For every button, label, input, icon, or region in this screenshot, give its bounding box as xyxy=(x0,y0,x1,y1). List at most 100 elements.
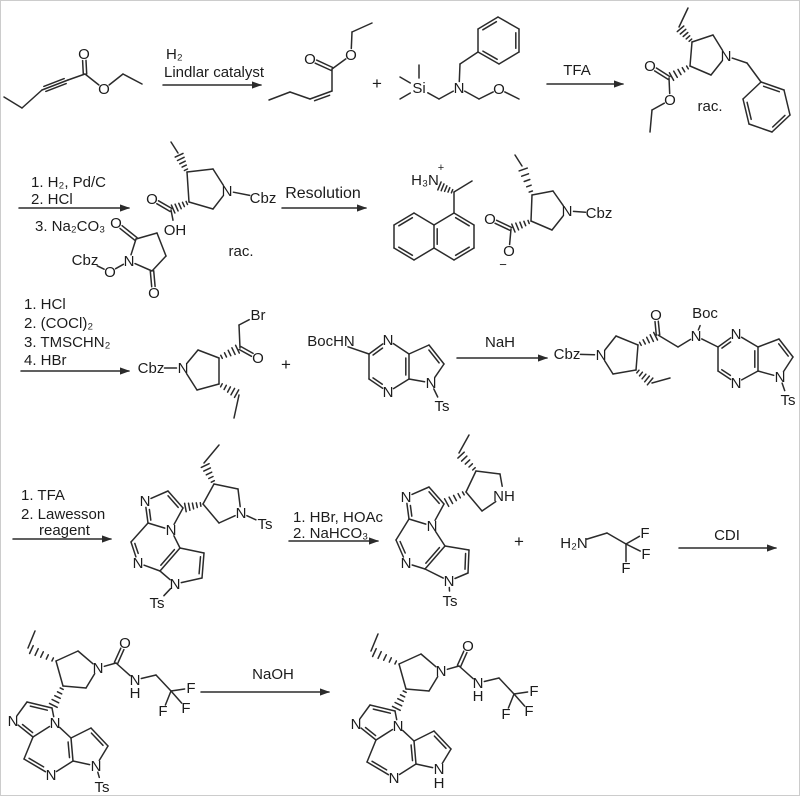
bond xyxy=(433,730,452,750)
bond xyxy=(440,183,445,192)
bond xyxy=(174,203,179,212)
bond xyxy=(219,383,223,388)
bond xyxy=(654,320,658,336)
bond xyxy=(428,349,440,364)
atom-label: N xyxy=(731,326,742,343)
bond xyxy=(742,81,762,100)
bond xyxy=(170,204,176,214)
bond xyxy=(152,270,156,288)
bond xyxy=(203,444,220,464)
bond xyxy=(393,247,415,261)
bond xyxy=(170,209,174,221)
bond xyxy=(186,168,214,173)
bond xyxy=(39,651,45,658)
atom-label: Cbz xyxy=(250,190,277,207)
bond xyxy=(145,506,149,524)
bond xyxy=(392,342,410,355)
atom-label: N xyxy=(50,715,61,732)
bond xyxy=(108,73,124,86)
bond xyxy=(191,502,195,510)
bond xyxy=(394,710,398,721)
bond xyxy=(230,387,236,396)
bond xyxy=(21,723,34,734)
bond xyxy=(347,346,370,355)
bond xyxy=(530,194,533,222)
arrow-step4: Resolution xyxy=(281,185,367,212)
bond xyxy=(551,215,564,231)
bond xyxy=(164,690,172,706)
bond xyxy=(116,648,125,665)
bond xyxy=(143,564,161,572)
atom-label: N xyxy=(426,375,437,392)
bond xyxy=(51,707,55,718)
bond xyxy=(394,701,403,707)
bond xyxy=(54,694,61,700)
bond xyxy=(134,262,153,272)
bond xyxy=(681,66,686,73)
bond xyxy=(434,503,445,522)
arrow-step6: NaH xyxy=(456,334,548,362)
bond xyxy=(186,349,199,364)
bond xyxy=(26,701,53,709)
bond xyxy=(185,372,198,391)
bond xyxy=(67,73,86,81)
bond xyxy=(157,200,173,210)
atom-label: Ts xyxy=(435,398,450,415)
bond xyxy=(437,181,442,191)
bond xyxy=(782,356,794,373)
structure-naphthylethylammonium: H₃N+ xyxy=(393,162,475,261)
bond xyxy=(717,337,732,348)
bond xyxy=(498,51,520,65)
bond xyxy=(147,522,166,529)
bond xyxy=(372,377,384,385)
bond xyxy=(45,82,67,93)
bond xyxy=(712,34,724,52)
bond xyxy=(188,201,214,210)
bond xyxy=(757,370,775,377)
bond xyxy=(212,195,224,210)
atom-label: N xyxy=(133,555,144,572)
annotation-label: rac. xyxy=(228,243,253,260)
bond xyxy=(586,532,608,540)
bond xyxy=(176,156,185,162)
bond xyxy=(23,736,34,760)
bond xyxy=(778,338,794,358)
bond xyxy=(155,674,172,692)
bond xyxy=(606,532,627,545)
bond xyxy=(205,471,213,476)
bond xyxy=(651,102,666,111)
bond xyxy=(119,227,136,242)
bond xyxy=(85,59,88,75)
bond xyxy=(55,650,79,662)
bond xyxy=(771,114,786,128)
atom-label: F xyxy=(186,680,195,697)
bond xyxy=(238,348,253,358)
atom-label: O xyxy=(664,92,676,109)
bond xyxy=(140,674,157,680)
bond xyxy=(185,200,189,206)
bond xyxy=(395,518,410,541)
atom-label: Ts xyxy=(95,779,110,796)
bond xyxy=(531,190,554,196)
bond xyxy=(603,359,614,375)
bond xyxy=(523,220,527,227)
bond xyxy=(645,336,651,344)
bond xyxy=(527,219,530,225)
bond xyxy=(677,68,682,76)
bond xyxy=(530,220,553,231)
bond xyxy=(226,386,232,393)
bond xyxy=(513,691,529,695)
bond xyxy=(615,335,639,346)
bond xyxy=(646,377,654,386)
bond xyxy=(268,91,291,101)
bond xyxy=(740,336,759,348)
bond xyxy=(760,81,785,91)
bond xyxy=(240,345,254,355)
bond xyxy=(520,173,530,177)
bond xyxy=(130,541,137,558)
